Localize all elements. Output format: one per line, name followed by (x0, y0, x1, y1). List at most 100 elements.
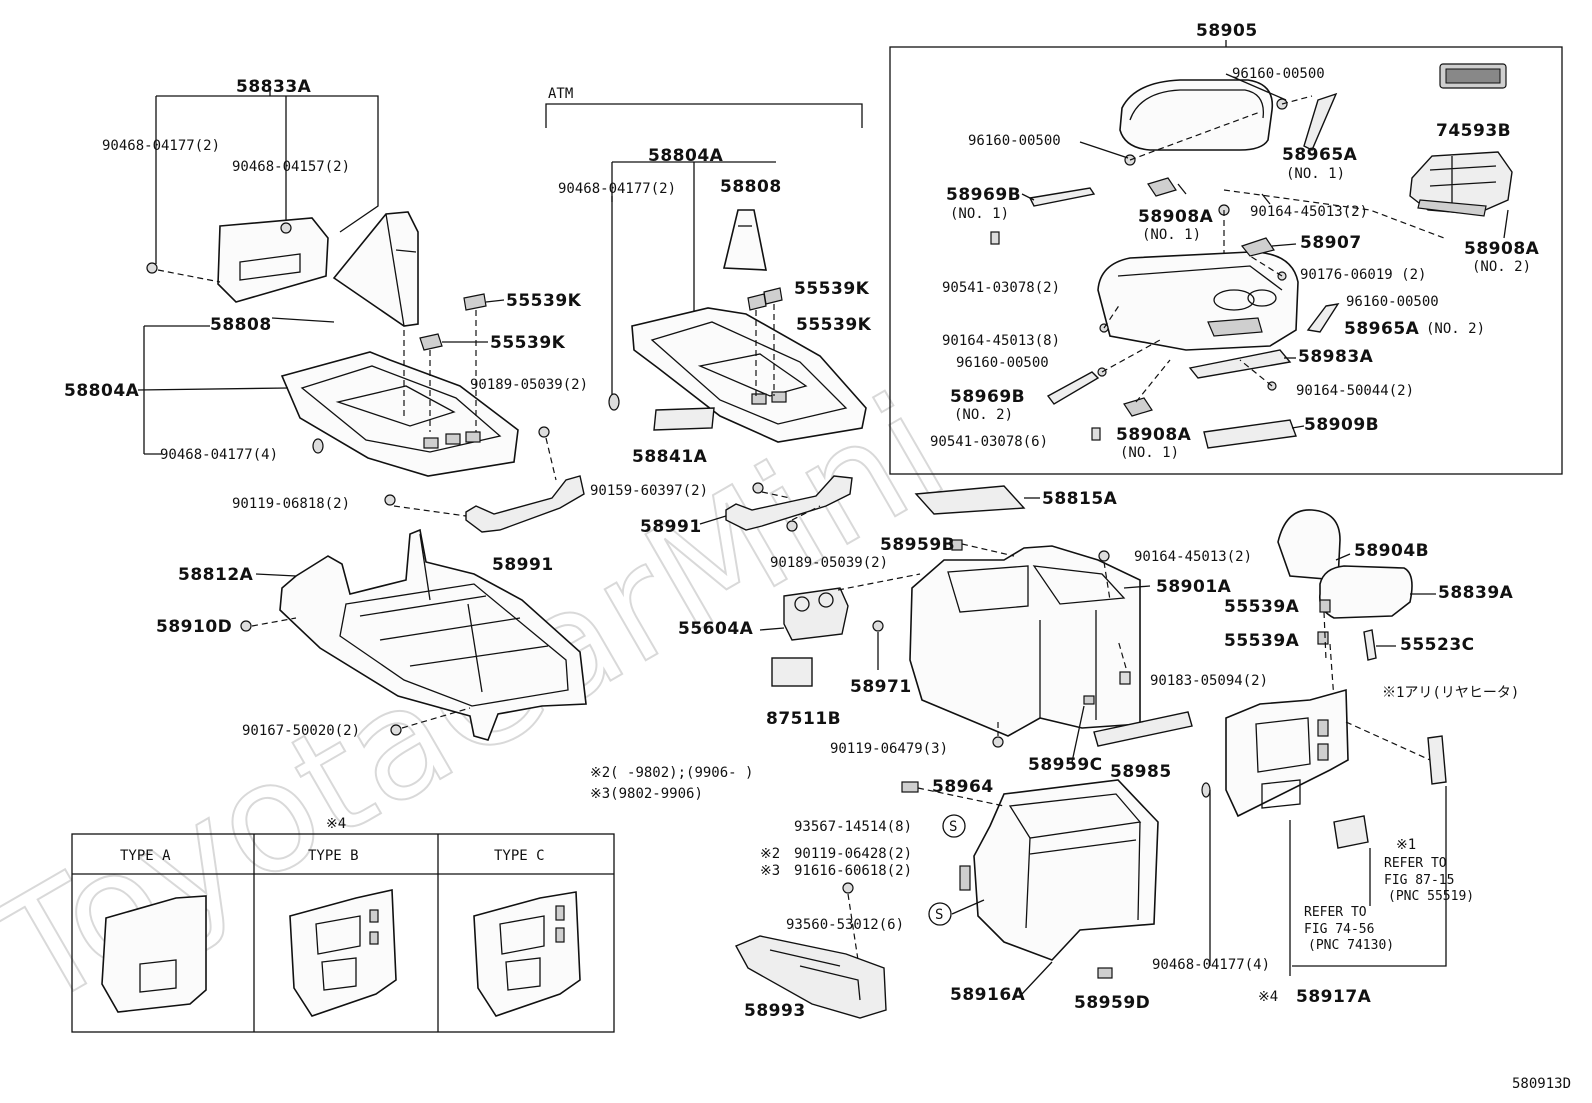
part-58916A-shape (959, 779, 1159, 961)
part-58985-shape (1093, 711, 1193, 747)
label-58959D: 58959D (1074, 993, 1150, 1013)
label-55523C: 55523C (1400, 635, 1475, 655)
label-58965A-no2: 58965A (1344, 319, 1420, 339)
s-mark-a (942, 814, 966, 838)
part-58907-shape (1240, 237, 1275, 257)
note-refer-74-a: REFER TO (1304, 905, 1367, 920)
label-90164-45013-8: 90164-45013(8) (942, 333, 1060, 349)
part-58839A-shape (1318, 565, 1413, 619)
label-96160-00500-b: 96160-00500 (968, 133, 1061, 149)
label-58965A-no1-sub: (NO. 1) (1286, 166, 1345, 182)
fastener-90541-a (990, 231, 1000, 245)
labels: 58833A 90468-04177(2) 90468-04157(2) 588… (64, 66, 1571, 1092)
note-heater: ※1アリ(リヤヒータ) (1382, 685, 1519, 701)
part-refer-87-shape (1427, 735, 1447, 785)
label-58916A: 58916A (950, 985, 1026, 1005)
label-58959B: 58959B (880, 535, 955, 555)
label-58965A-no1: 58965A (1282, 145, 1358, 165)
part-55604A-shape (783, 587, 849, 641)
note-2-prefix: ※2 (760, 846, 780, 862)
type-table (71, 833, 615, 1033)
type-c-header: TYPE C (494, 848, 545, 864)
part-87511B-shape (771, 657, 813, 687)
part-58815A-shape (914, 485, 1026, 515)
part-58983A-shape (1188, 349, 1292, 379)
label-96160-00500-c: 96160-00500 (1346, 294, 1439, 310)
label-58804A-left: 58804A (64, 381, 140, 401)
label-58991-left: 58991 (492, 555, 554, 575)
part-58904B-shape (1277, 509, 1341, 581)
arm-58965A-no2 (1306, 303, 1340, 333)
arm-58969B-no1 (1028, 187, 1096, 207)
label-58983A: 58983A (1298, 347, 1374, 367)
note-2-range: ※2( -9802);(9906- ) (590, 765, 753, 781)
label-58901A: 58901A (1156, 577, 1232, 597)
s-mark-b (928, 902, 952, 926)
label-96160-00500-a: 96160-00500 (1232, 66, 1325, 82)
label-58969B-no1: 58969B (946, 185, 1021, 205)
label-58808-atm: 58808 (720, 177, 782, 197)
part-55539K-b-shape (419, 333, 443, 351)
label-90541-03078-2: 90541-03078(2) (942, 280, 1060, 296)
label-74593B: 74593B (1436, 121, 1511, 141)
label-90119-06428-2: 90119-06428(2) (794, 846, 912, 862)
label-55539A-b: 55539A (1224, 631, 1300, 651)
label-58971: 58971 (850, 677, 912, 697)
note-refer-87-c: (PNC 55519) (1388, 889, 1474, 904)
type-table-note: ※4 (326, 816, 346, 832)
part-58991-left-shape (465, 475, 585, 533)
label-58833A: 58833A (236, 77, 312, 97)
part-58909B-shape (1203, 419, 1297, 449)
atm-label: ATM (548, 86, 573, 102)
part-58808-atm-shape (722, 209, 767, 271)
fastener-90541-b (1091, 427, 1101, 441)
label-90164-50044-2: 90164-50044(2) (1296, 383, 1414, 399)
label-58969B-no1-sub: (NO. 1) (950, 206, 1009, 222)
part-58804A-atm-shape (631, 307, 867, 443)
part-58833A-shape (217, 217, 329, 303)
note-refer-74-c: (PNC 74130) (1308, 938, 1394, 953)
armrest-lid-part (1119, 79, 1274, 151)
label-58965A-no2-sub: (NO. 2) (1426, 321, 1485, 337)
part-refer-74-shape (1333, 815, 1369, 849)
label-58969B-no2: 58969B (950, 387, 1025, 407)
label-55539K-a: 55539K (506, 291, 582, 311)
fastener-90468-left (146, 262, 158, 274)
label-93560-53012-6: 93560-53012(6) (786, 917, 904, 933)
label-58904B: 58904B (1354, 541, 1429, 561)
label-90159-60397-2: 90159-60397(2) (590, 483, 708, 499)
label-90119-06479-3: 90119-06479(3) (830, 741, 948, 757)
part-55539K-a-shape (463, 293, 487, 311)
label-58908A-no1b-sub: (NO. 1) (1120, 445, 1179, 461)
label-87511B: 87511B (766, 709, 841, 729)
group-58905-label: 58905 (1196, 21, 1258, 41)
label-58908A-no1b: 58908A (1116, 425, 1192, 445)
label-58804A-atm: 58804A (648, 146, 724, 166)
note-refer-87-a: REFER TO (1384, 856, 1447, 871)
part-58908A-no1-shape (1147, 177, 1177, 197)
part-58808-left-shape (332, 211, 419, 327)
figure-code: 580913D (1512, 1076, 1571, 1092)
label-58908A-no1: 58908A (1138, 207, 1214, 227)
note-1-prefix: ※1 (1396, 837, 1416, 853)
label-58812A: 58812A (178, 565, 254, 585)
part-58991-atm-shape (725, 475, 853, 531)
label-90468-04177-2a: 90468-04177(2) (102, 138, 220, 154)
label-55604A: 55604A (678, 619, 754, 639)
label-55539K-b: 55539K (490, 333, 566, 353)
part-58917A-shape (1225, 688, 1349, 818)
part-58812A-shape (279, 528, 587, 741)
label-58910D: 58910D (156, 617, 232, 637)
part-58964-shape (901, 781, 919, 793)
label-90468-04157-2: 90468-04157(2) (232, 159, 350, 175)
part-58841A-shape (653, 407, 715, 431)
label-58964: 58964 (932, 777, 994, 797)
label-55539K-d: 55539K (796, 315, 872, 335)
note-3-prefix: ※3 (760, 863, 780, 879)
part-58901A-shape (909, 545, 1141, 737)
note-refer-74-b: FIG 74-56 (1304, 922, 1374, 937)
label-90176-06019-2: 90176-06019 (2) (1300, 267, 1426, 283)
label-58908A-no2: 58908A (1464, 239, 1540, 259)
type-b-header: TYPE B (308, 848, 359, 864)
label-58985: 58985 (1110, 762, 1172, 782)
